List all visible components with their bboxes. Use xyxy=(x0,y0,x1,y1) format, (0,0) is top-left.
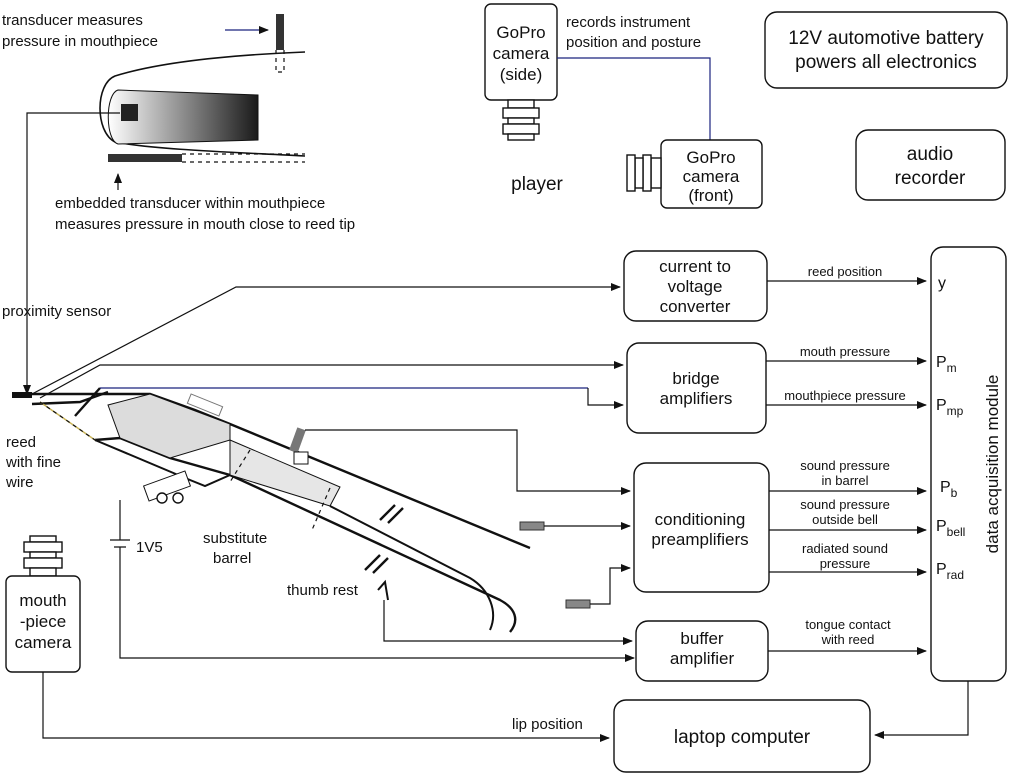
radiated-label-2: pressure xyxy=(820,556,871,571)
proximity-line xyxy=(23,112,120,395)
tongue-label-1: tongue contact xyxy=(805,617,891,632)
mouthpiece-detail xyxy=(99,14,306,163)
reed-label-1: reed xyxy=(6,434,36,451)
gopro-front-line2: camera xyxy=(683,167,740,186)
conditioning-line2: preamplifiers xyxy=(651,530,748,549)
daq-to-laptop xyxy=(874,681,969,739)
tongue-label-2: with reed xyxy=(821,632,875,647)
mouthpiece-transducer-block xyxy=(276,14,284,50)
gopro-link xyxy=(557,57,711,140)
records-label-2: position and posture xyxy=(566,34,701,51)
channel-pb: Pb xyxy=(940,479,958,500)
audio-recorder-line1: audio xyxy=(907,144,954,165)
gopro-side-camera: GoPro camera (side) xyxy=(484,3,558,141)
gopro-side-line3: (side) xyxy=(500,65,543,84)
current-converter-line1: current to xyxy=(659,257,731,276)
mouth-pressure-label: mouth pressure xyxy=(800,344,890,359)
buffer-amplifier-line1: buffer xyxy=(680,629,724,648)
current-converter-line2: voltage xyxy=(668,277,723,296)
sound-barrel-label-1: sound pressure xyxy=(800,458,890,473)
substitute-barrel-label-1: substitute xyxy=(203,530,267,547)
daq-label: data acquisition module xyxy=(983,375,1002,554)
bridge-amplifiers-box: bridge amplifiers xyxy=(626,342,767,434)
buffer-amplifier-box: buffer amplifier xyxy=(635,620,769,682)
records-label: records instrument xyxy=(566,14,691,31)
conditioning-line1: conditioning xyxy=(655,510,746,529)
mouthpiece-camera-line2: -piece xyxy=(20,612,66,631)
thumb-rest-label: thumb rest xyxy=(287,582,359,599)
battery-1v5-label: 1V5 xyxy=(136,539,163,556)
mouthpiece-camera: mouth -piece camera xyxy=(5,535,81,673)
gopro-side-line1: GoPro xyxy=(496,23,545,42)
battery-12v-line1: 12V automotive battery xyxy=(788,28,984,49)
daq-module-box: data acquisition module xyxy=(930,246,1007,682)
embedded-transducer-block xyxy=(121,104,138,121)
channel-prad: Prad xyxy=(936,561,964,582)
bridge-amplifiers-line1: bridge xyxy=(672,369,719,388)
gopro-side-line2: camera xyxy=(493,44,550,63)
embedded-transducer-label: embedded transducer within mouthpiece xyxy=(55,195,325,212)
transducer-mouthpiece-label: transducer measures xyxy=(2,12,143,29)
wire-to-bridge-mouth xyxy=(39,361,624,399)
channel-pm: Pm xyxy=(936,354,957,375)
gopro-front-line1: GoPro xyxy=(686,148,735,167)
battery-12v-box: 12V automotive battery powers all electr… xyxy=(764,11,1008,89)
conditioning-preamplifiers-box: conditioning preamplifiers xyxy=(633,462,770,593)
wire-to-bridge-mouthpiece xyxy=(587,388,624,409)
current-converter-line3: converter xyxy=(660,297,731,316)
wire-lip-position xyxy=(42,672,610,742)
audio-recorder-box: audio recorder xyxy=(855,129,1006,201)
proximity-sensor-label: proximity sensor xyxy=(2,303,111,320)
wire-to-buffer xyxy=(383,600,633,645)
battery-wire xyxy=(110,500,634,658)
wire-to-preamp-barrel xyxy=(305,429,631,495)
sound-bell-label-1: sound pressure xyxy=(800,497,890,512)
audio-recorder-line2: recorder xyxy=(895,168,966,189)
channel-pbell: Pbell xyxy=(936,518,965,539)
battery-12v-line2: powers all electronics xyxy=(795,52,977,73)
substitute-barrel-label-2: barrel xyxy=(213,550,251,567)
channel-y: y xyxy=(938,275,946,292)
mouthpiece-camera-line3: camera xyxy=(15,633,72,652)
wire-to-converter xyxy=(31,283,621,395)
laptop-box: laptop computer xyxy=(613,699,871,773)
reed-label-2: with fine xyxy=(5,454,61,471)
current-converter-box: current to voltage converter xyxy=(623,250,768,322)
player-label: player xyxy=(511,174,563,195)
gopro-front-line3: (front) xyxy=(688,186,733,205)
radiated-label-1: radiated sound xyxy=(802,541,888,556)
wire-to-preamp-radiated xyxy=(590,564,631,605)
lip-position-label: lip position xyxy=(512,716,583,733)
clarinet-drawing xyxy=(12,387,591,633)
reed-label-3: wire xyxy=(5,474,34,491)
channel-pmp: Pmp xyxy=(936,397,964,418)
reed-position-label: reed position xyxy=(808,264,882,279)
reed-bar xyxy=(108,154,182,162)
sound-barrel-label-2: in barrel xyxy=(822,473,869,488)
mouthpiece-pressure-label: mouthpiece pressure xyxy=(784,388,905,403)
sound-bell-label-2: outside bell xyxy=(812,512,878,527)
transducer-mouthpiece-label-2: pressure in mouthpiece xyxy=(2,33,158,50)
gopro-front-camera: GoPro camera (front) xyxy=(626,139,763,209)
embedded-transducer-label-2: measures pressure in mouth close to reed… xyxy=(55,216,355,233)
laptop-label: laptop computer xyxy=(674,727,811,748)
buffer-amplifier-line2: amplifier xyxy=(670,649,735,668)
mouthpiece-camera-line1: mouth xyxy=(19,591,66,610)
bridge-amplifiers-line2: amplifiers xyxy=(660,389,733,408)
